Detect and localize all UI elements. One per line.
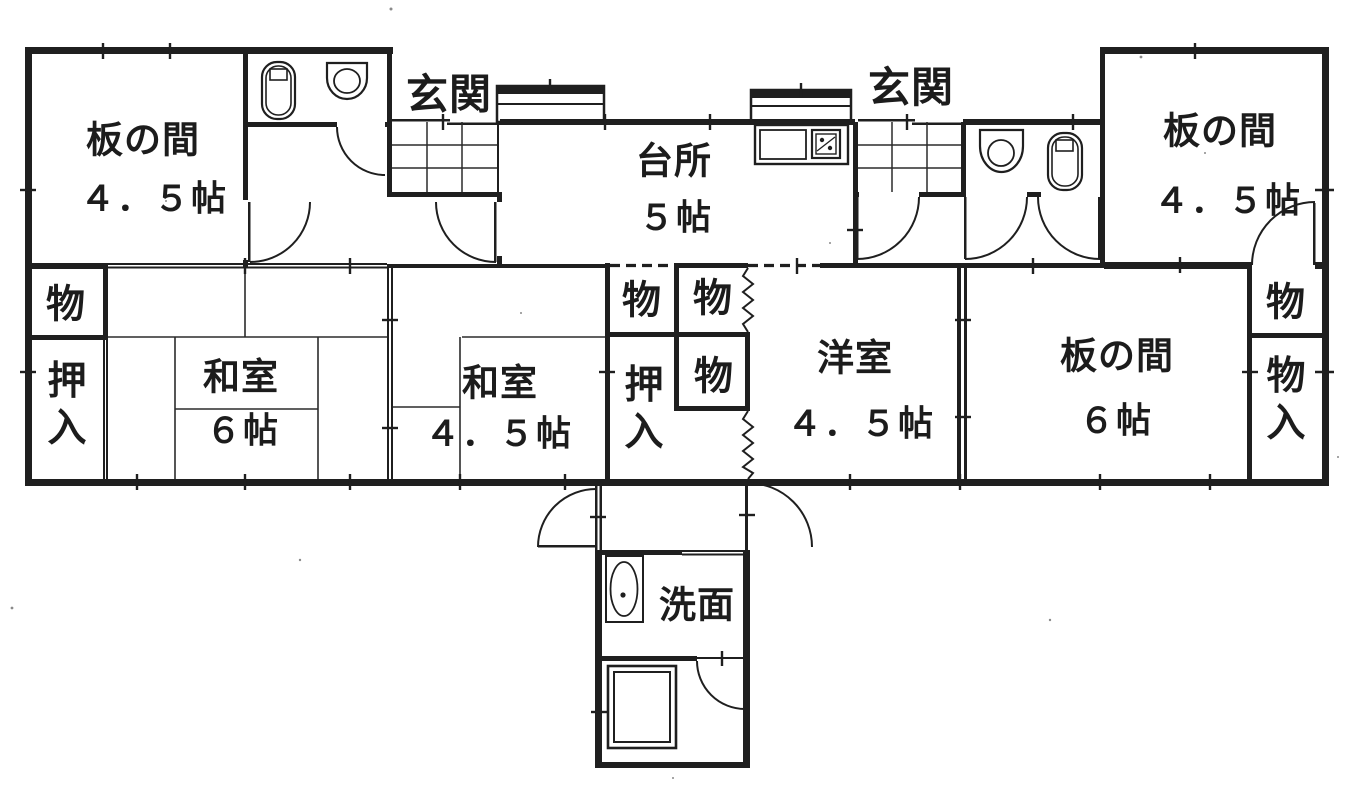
door-arcs [248, 126, 1316, 710]
toilet-icon-left [260, 60, 297, 121]
room-label-washitsu6: 和室 [203, 356, 279, 398]
room-label-itanoma-left: 板の間 [86, 119, 200, 161]
entrance-label-left: 玄関 [405, 71, 493, 118]
scan-noise [10, 7, 1339, 779]
closet-label-mono-mid-top: 物 [621, 279, 663, 323]
closet-label-oshiire-left: 押入 [47, 360, 87, 450]
closet-label-monoiri-right: 物入 [1266, 355, 1306, 445]
washbasin-icon-right [978, 128, 1025, 174]
room-size-washitsu6: ６帖 [205, 411, 281, 451]
genkan-tile-left [392, 122, 497, 192]
inner-walls [25, 47, 1329, 768]
room-size-itanoma-right: ４．５帖 [1153, 181, 1303, 221]
stove-icon [810, 128, 842, 160]
room-size-itanoma6: ６帖 [1078, 401, 1154, 441]
wall-ticks [20, 43, 1334, 714]
tatami-lines [108, 268, 605, 479]
entrance-label-right: 玄関 [867, 64, 955, 111]
room-size-kitchen: ５帖 [638, 198, 714, 238]
genkan-tile-right [858, 122, 961, 192]
laundry-basin-icon [605, 555, 644, 623]
room-label-youshitsu: 洋室 [817, 337, 893, 379]
room-size-itanoma-left: ４．５帖 [79, 179, 229, 219]
closet-label-mono-lower: 物 [693, 355, 735, 399]
entrance-step-left [495, 79, 606, 124]
room-label-kitchen: 台所 [636, 140, 712, 182]
unit-boundary-zigzag [741, 267, 755, 480]
room-label-itanoma6: 板の間 [1060, 335, 1174, 377]
closet-label-mono-right: 物 [1265, 281, 1307, 325]
kitchen-counter-icon [753, 123, 850, 166]
closet-label-oshiire-mid: 押入 [624, 364, 664, 454]
toilet-icon-right [1046, 131, 1084, 192]
closet-label-mono-upper: 物 [692, 277, 734, 321]
room-label-washitsu45: 和室 [462, 362, 538, 404]
room-size-youshitsu: ４．５帖 [786, 404, 936, 444]
bathtub-icon [606, 664, 678, 750]
closet-label-mono-left: 物 [45, 283, 87, 327]
room-label-senmen: 洗面 [659, 584, 735, 626]
washbasin-icon-left [325, 61, 369, 101]
room-label-itanoma-right: 板の間 [1163, 110, 1277, 152]
entrance-step-right [749, 83, 853, 124]
room-size-washitsu45: ４．５帖 [424, 414, 574, 454]
